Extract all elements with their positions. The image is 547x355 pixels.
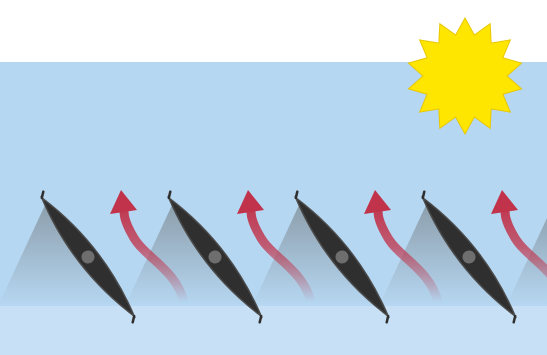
ground-strip [0, 306, 547, 355]
